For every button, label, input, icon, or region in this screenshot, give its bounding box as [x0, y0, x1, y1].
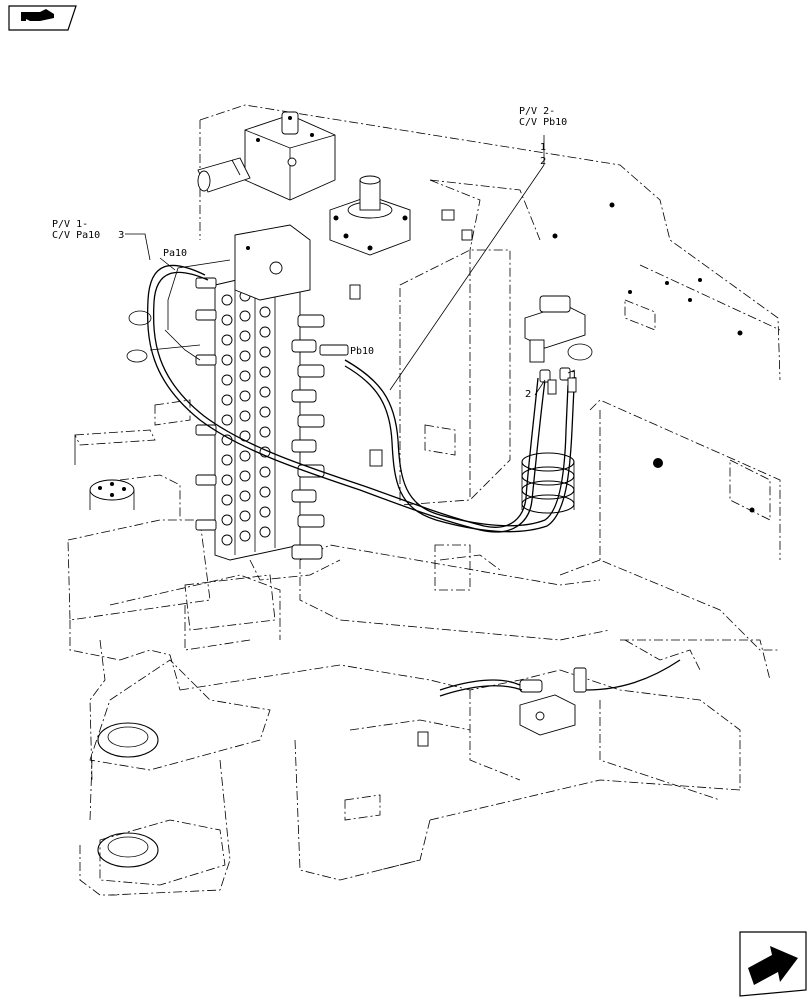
callout-3: 3 — [118, 230, 124, 241]
pv2-label-line1: P/V 2- — [519, 106, 555, 117]
pilot-hoses — [146, 264, 575, 533]
swivel-plate — [74, 429, 156, 510]
tank-breather — [197, 111, 336, 201]
upper-frame — [199, 104, 781, 651]
hose-clamps-left — [126, 310, 152, 363]
hose-coil — [521, 452, 575, 514]
valve-section-ports — [221, 286, 271, 546]
return-filter-cap — [329, 175, 411, 256]
callout-1: 1 — [540, 142, 546, 153]
pilot-valve-fittings — [524, 295, 593, 395]
hand-pointing-icon[interactable] — [8, 5, 77, 31]
swing-frame — [67, 399, 771, 896]
hydraulic-tank — [399, 179, 511, 506]
leader-lines — [125, 135, 576, 396]
lower-valve-fitting — [439, 659, 681, 736]
small-brackets — [349, 202, 755, 747]
boom-swing-bracket — [79, 659, 271, 896]
next-page-arrow-icon[interactable] — [739, 931, 807, 997]
valve-fittings-right — [291, 314, 349, 560]
pa10-label: Pa10 — [163, 248, 187, 259]
pv2-label-line2: C/V Pb10 — [519, 117, 567, 128]
valve-fittings-left — [195, 277, 217, 531]
callout-2: 2 — [540, 156, 546, 167]
pb10-label: Pb10 — [350, 346, 374, 357]
callout-1-fitting: 1 — [571, 370, 577, 381]
pv1-label-line1: P/V 1- — [52, 219, 88, 230]
callout-2-fitting: 2 — [525, 389, 531, 400]
pv1-label-line2: C/V Pa10 — [52, 230, 100, 241]
control-valve-block — [149, 224, 349, 581]
